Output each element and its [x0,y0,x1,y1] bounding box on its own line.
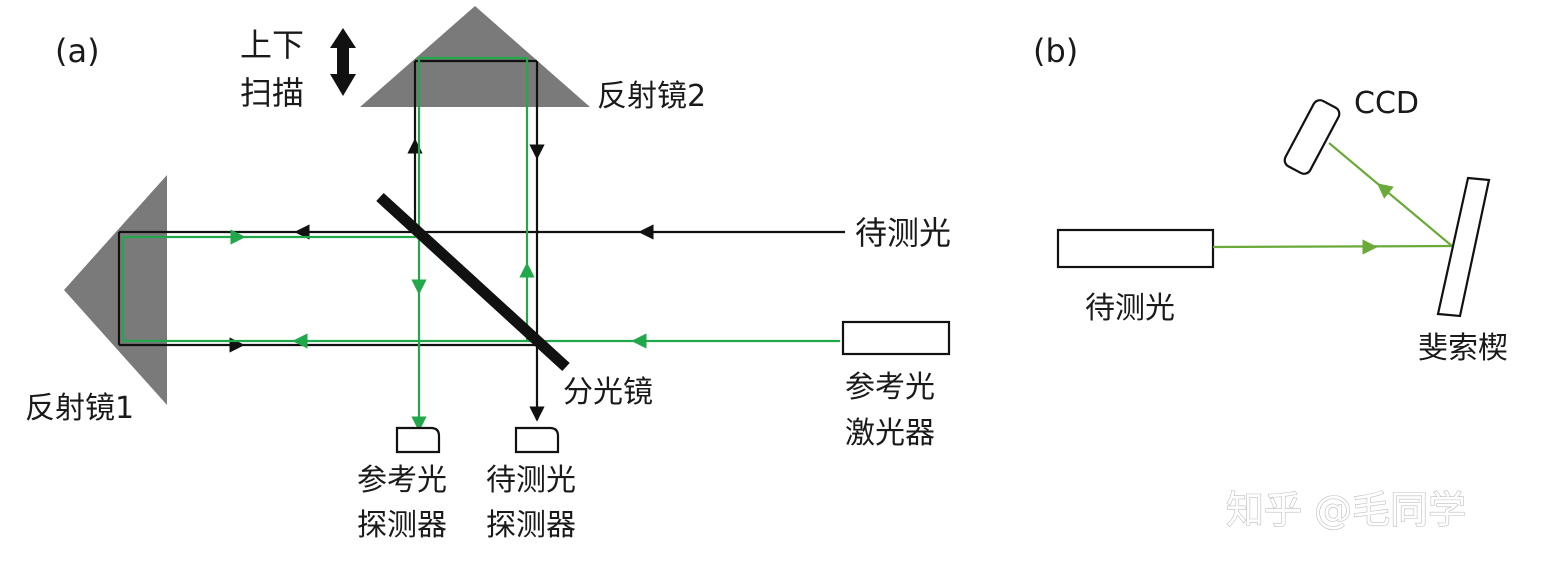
beam-splitter [376,192,570,372]
signal-beam-path [117,59,845,420]
scan-double-arrow-icon [330,28,356,96]
reference-beam-arrows [230,229,647,432]
mirror-2 [360,6,590,107]
signal-light-label: 待测光 [855,214,951,252]
fizeau-reflected-beam [1328,142,1453,247]
mirror-2-label: 反射镜2 [597,79,706,114]
ref-detector-label-line2: 探测器 [357,508,447,543]
ref-detector-label-line1: 参考光 [357,463,447,498]
panel-a-label: (a) [55,32,100,70]
reference-laser-box [841,320,951,356]
fizeau-wedge [1436,176,1491,318]
fizeau-wedge-label: 斐索楔 [1418,331,1508,366]
signal-detector-label-line2: 探测器 [486,508,576,543]
signal-beam-arrows [229,138,654,422]
ref-laser-label-line2: 激光器 [845,416,935,451]
scan-label-line2: 扫描 [240,74,304,112]
ccd-sensor [1283,99,1341,175]
beam-splitter-label: 分光镜 [563,375,653,410]
watermark-text: 知乎 @毛同学 [1226,488,1466,532]
ccd-label: CCD [1354,86,1419,121]
reference-beam-path [121,56,840,426]
fizeau-beam-path [1212,142,1453,255]
signal-detector-icon [514,426,560,454]
signal-detector-label-line1: 待测光 [486,463,576,498]
panel-b-label: (b) [1033,32,1078,70]
scan-label-line1: 上下 [240,26,304,64]
signal-source-label: 待测光 [1085,291,1175,326]
arrow-up-left-icon [1376,183,1394,199]
signal-source-box [1056,228,1215,269]
mirror-1 [64,175,167,405]
mirror-1-label: 反射镜1 [25,391,134,426]
reference-detector-icon [395,426,441,454]
ref-laser-label-line1: 参考光 [845,370,935,405]
fizeau-incident-beam [1212,244,1453,249]
